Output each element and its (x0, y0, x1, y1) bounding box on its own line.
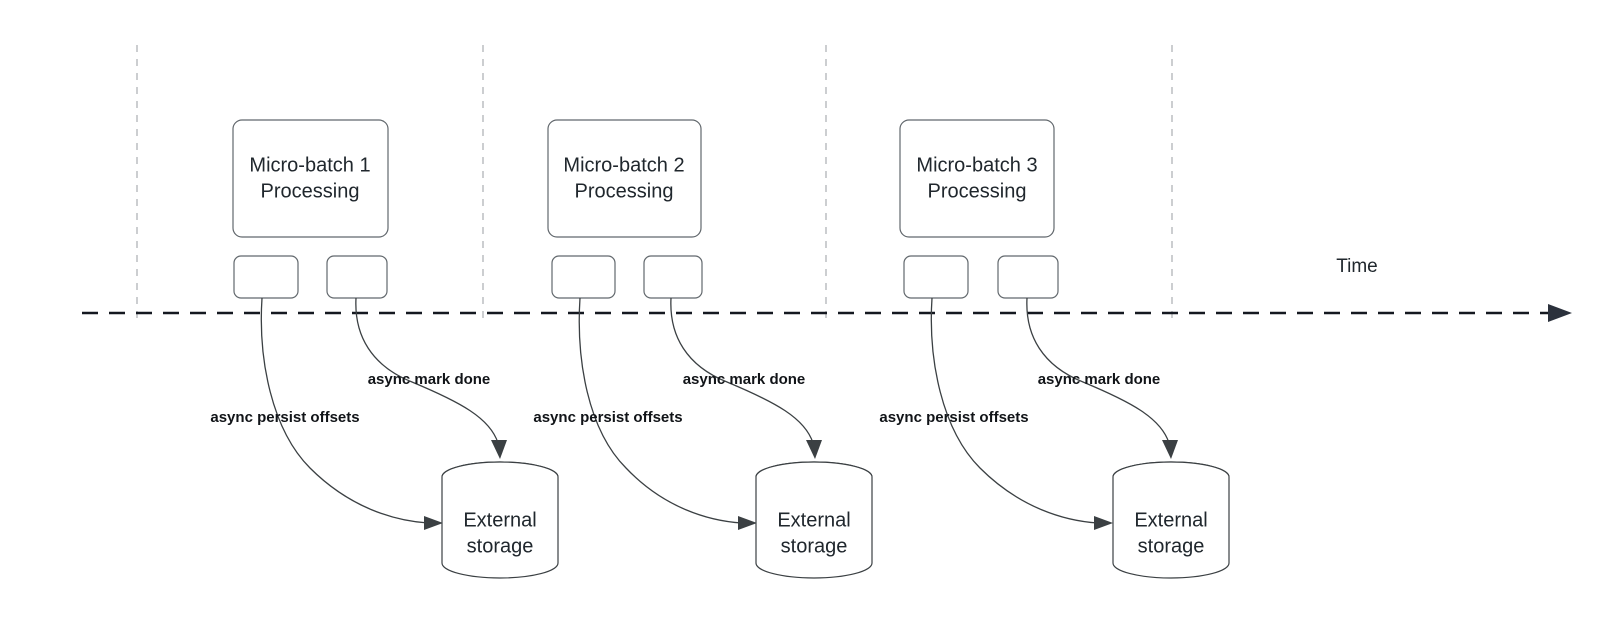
group-2-mark-done-label: async mark done (683, 371, 806, 388)
group-1-mark-done-edge (355, 297, 499, 444)
micro-batch-2-label-line2: Processing (575, 180, 674, 202)
group-3: Micro-batch 3 Processing async persist o… (879, 119, 1230, 579)
group-2-persist-offsets-task-box[interactable] (551, 255, 616, 299)
group-1-persist-offsets-arrowhead (424, 516, 443, 530)
group-2: Micro-batch 2 Processing async persist o… (533, 119, 873, 579)
group-1-persist-offsets-edge (260, 297, 429, 524)
micro-batch-1-box[interactable] (232, 119, 389, 238)
group-1-external-storage-label-line1: External (463, 509, 536, 531)
group-1-external-storage-cylinder-top (441, 461, 559, 478)
group-3-mark-done-task-box[interactable] (997, 255, 1059, 299)
group-1-mark-done-arrowhead (491, 440, 507, 459)
group-1-mark-done-task-box[interactable] (326, 255, 388, 299)
group-3-persist-offsets-label: async persist offsets (879, 409, 1028, 426)
group-1: Micro-batch 1 Processing async persist o… (210, 119, 559, 579)
micro-batch-1-label-line1: Micro-batch 1 (249, 154, 370, 176)
group-1-persist-offsets-label: async persist offsets (210, 409, 359, 426)
micro-batch-2-box[interactable] (547, 119, 702, 238)
group-2-persist-offsets-label: async persist offsets (533, 409, 682, 426)
group-3-persist-offsets-arrowhead (1094, 516, 1113, 530)
time-axis (82, 304, 1572, 322)
group-3-mark-done-arrowhead (1162, 440, 1178, 459)
group-2-external-storage-cylinder-top (755, 461, 873, 478)
time-axis-arrowhead (1548, 304, 1572, 322)
group-2-mark-done-arrowhead (806, 440, 822, 459)
group-3-persist-offsets-edge (930, 297, 1099, 524)
group-3-mark-done-label: async mark done (1038, 371, 1161, 388)
group-2-persist-offsets-arrowhead (738, 516, 757, 530)
group-1-mark-done-label: async mark done (368, 371, 491, 388)
group-1-persist-offsets-task-box[interactable] (233, 255, 299, 299)
micro-batch-3-label-line2: Processing (928, 180, 1027, 202)
group-2-external-storage-label-line1: External (777, 509, 850, 531)
group-2-mark-done-task-box[interactable] (643, 255, 703, 299)
group-2-external-storage-label-line2: storage (781, 535, 848, 557)
micro-batch-3-label-line1: Micro-batch 3 (916, 154, 1037, 176)
group-3-mark-done-edge (1026, 297, 1170, 444)
group-2-persist-offsets-edge (578, 297, 743, 524)
time-axis-label: Time (1336, 256, 1378, 277)
group-2-mark-done-edge (670, 297, 814, 444)
timeline-dividers (136, 45, 1173, 318)
group-3-persist-offsets-task-box[interactable] (903, 255, 969, 299)
micro-batch-2-label-line1: Micro-batch 2 (563, 154, 684, 176)
group-1-external-storage-label-line2: storage (467, 535, 534, 557)
micro-batch-3-box[interactable] (899, 119, 1055, 238)
micro-batch-1-label-line2: Processing (261, 180, 360, 202)
group-3-external-storage-label-line2: storage (1138, 535, 1205, 557)
group-3-external-storage-cylinder-top (1112, 461, 1230, 478)
group-3-external-storage-label-line1: External (1134, 509, 1207, 531)
